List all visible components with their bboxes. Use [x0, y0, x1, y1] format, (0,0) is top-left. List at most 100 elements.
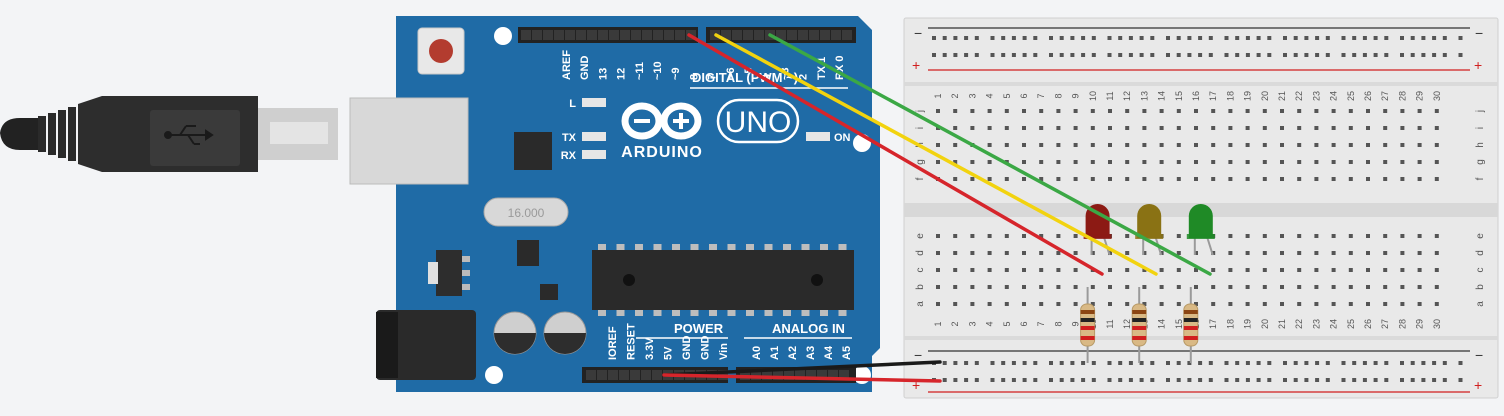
header-socket[interactable] — [828, 370, 838, 380]
breadboard-hole[interactable] — [953, 285, 958, 289]
breadboard-hole[interactable] — [1314, 285, 1319, 289]
header-socket[interactable] — [652, 370, 662, 380]
breadboard-hole[interactable] — [1245, 126, 1250, 130]
breadboard-hole[interactable] — [1280, 285, 1284, 289]
breadboard-hole[interactable] — [953, 177, 958, 181]
breadboard-hole[interactable] — [1362, 361, 1367, 365]
breadboard-hole[interactable] — [1348, 143, 1353, 147]
header-socket[interactable] — [608, 370, 618, 380]
breadboard-hole[interactable] — [1262, 126, 1267, 130]
breadboard-hole[interactable] — [1073, 177, 1078, 181]
breadboard-hole[interactable] — [1108, 302, 1112, 306]
breadboard-hole[interactable] — [953, 143, 958, 147]
breadboard-hole[interactable] — [1256, 378, 1261, 382]
breadboard-hole[interactable] — [1056, 251, 1061, 255]
breadboard-hole[interactable] — [942, 361, 947, 365]
breadboard-hole[interactable] — [1314, 126, 1319, 130]
header-socket[interactable] — [565, 30, 575, 40]
breadboard-hole[interactable] — [1434, 126, 1439, 130]
breadboard-hole[interactable] — [1400, 109, 1405, 113]
breadboard-hole[interactable] — [1194, 251, 1198, 255]
breadboard-hole[interactable] — [1022, 268, 1026, 272]
breadboard-hole[interactable] — [1383, 302, 1388, 306]
breadboard-hole[interactable] — [1142, 126, 1147, 130]
breadboard-hole[interactable] — [936, 268, 940, 272]
breadboard-hole[interactable] — [1107, 36, 1112, 40]
breadboard-hole[interactable] — [1256, 361, 1261, 365]
breadboard-hole[interactable] — [1331, 109, 1336, 113]
breadboard-hole[interactable] — [1090, 109, 1095, 113]
breadboard-hole[interactable] — [1125, 160, 1130, 164]
resistors[interactable] — [1080, 287, 1199, 363]
breadboard-hole[interactable] — [1400, 160, 1405, 164]
breadboard-hole[interactable] — [1235, 53, 1240, 57]
breadboard-hole[interactable] — [1224, 361, 1229, 365]
breadboard-hole[interactable] — [1022, 143, 1026, 147]
breadboard-hole[interactable] — [1341, 36, 1346, 40]
breadboard-hole[interactable] — [1400, 361, 1404, 365]
breadboard-hole[interactable] — [1049, 361, 1053, 365]
breadboard-hole[interactable] — [1348, 234, 1353, 238]
breadboard-hole[interactable] — [1314, 160, 1319, 164]
breadboard-hole[interactable] — [1176, 109, 1181, 113]
breadboard-hole[interactable] — [1211, 177, 1216, 181]
header-socket[interactable] — [653, 30, 663, 40]
breadboard-hole[interactable] — [1224, 53, 1229, 57]
breadboard-hole[interactable] — [1004, 109, 1009, 113]
breadboard-hole[interactable] — [970, 285, 975, 289]
breadboard-hole[interactable] — [1022, 109, 1026, 113]
breadboard-hole[interactable] — [987, 109, 992, 113]
breadboard-hole[interactable] — [1352, 36, 1357, 40]
breadboard-hole[interactable] — [1341, 361, 1346, 365]
breadboard-hole[interactable] — [1090, 160, 1095, 164]
breadboard-hole[interactable] — [1297, 268, 1302, 272]
breadboard-hole[interactable] — [1022, 177, 1026, 181]
breadboard-hole[interactable] — [1107, 53, 1112, 57]
breadboard-hole[interactable] — [1001, 361, 1006, 365]
breadboard-hole[interactable] — [1384, 361, 1389, 365]
breadboard-hole[interactable] — [1073, 251, 1078, 255]
breadboard-hole[interactable] — [987, 126, 992, 130]
breadboard-hole[interactable] — [1033, 361, 1038, 365]
breadboard-hole[interactable] — [970, 268, 975, 272]
breadboard-hole[interactable] — [1256, 53, 1261, 57]
header-socket[interactable] — [762, 370, 772, 380]
breadboard-hole[interactable] — [1434, 177, 1439, 181]
breadboard-hole[interactable] — [1194, 302, 1198, 306]
breadboard-hole[interactable] — [1056, 126, 1061, 130]
breadboard-hole[interactable] — [1280, 177, 1284, 181]
breadboard-hole[interactable] — [1400, 143, 1405, 147]
header-socket[interactable] — [609, 30, 619, 40]
breadboard-hole[interactable] — [1383, 251, 1388, 255]
breadboard-hole[interactable] — [1262, 143, 1267, 147]
breadboard-hole[interactable] — [1297, 177, 1302, 181]
breadboard-hole[interactable] — [1297, 109, 1302, 113]
header-socket[interactable] — [817, 370, 827, 380]
breadboard-hole[interactable] — [1166, 361, 1170, 365]
breadboard-hole[interactable] — [1142, 302, 1147, 306]
wire-pin6-yellow-led[interactable] — [714, 33, 1158, 276]
breadboard-hole[interactable] — [1235, 378, 1240, 382]
header-socket[interactable] — [641, 370, 651, 380]
usb-b-cable[interactable] — [0, 96, 338, 172]
breadboard-hole[interactable] — [1400, 378, 1404, 382]
breadboard-hole[interactable] — [1039, 160, 1044, 164]
breadboard-hole[interactable] — [1128, 378, 1133, 382]
breadboard-hole[interactable] — [1142, 251, 1147, 255]
breadboard-hole[interactable] — [1384, 378, 1389, 382]
breadboard-hole[interactable] — [1304, 361, 1309, 365]
breadboard-hole[interactable] — [1245, 285, 1250, 289]
breadboard-hole[interactable] — [1458, 378, 1463, 382]
breadboard-hole[interactable] — [1400, 251, 1405, 255]
wire-pin9-red-led[interactable] — [687, 33, 1104, 276]
header-socket[interactable] — [619, 370, 629, 380]
breadboard-hole[interactable] — [1176, 53, 1181, 57]
breadboard-hole[interactable] — [936, 160, 940, 164]
breadboard-hole[interactable] — [1262, 109, 1267, 113]
breadboard-hole[interactable] — [1139, 36, 1144, 40]
breadboard-hole[interactable] — [1073, 302, 1078, 306]
breadboard-hole[interactable] — [1434, 160, 1439, 164]
breadboard-hole[interactable] — [953, 378, 958, 382]
breadboard-hole[interactable] — [1434, 302, 1439, 306]
breadboard-hole[interactable] — [936, 109, 940, 113]
